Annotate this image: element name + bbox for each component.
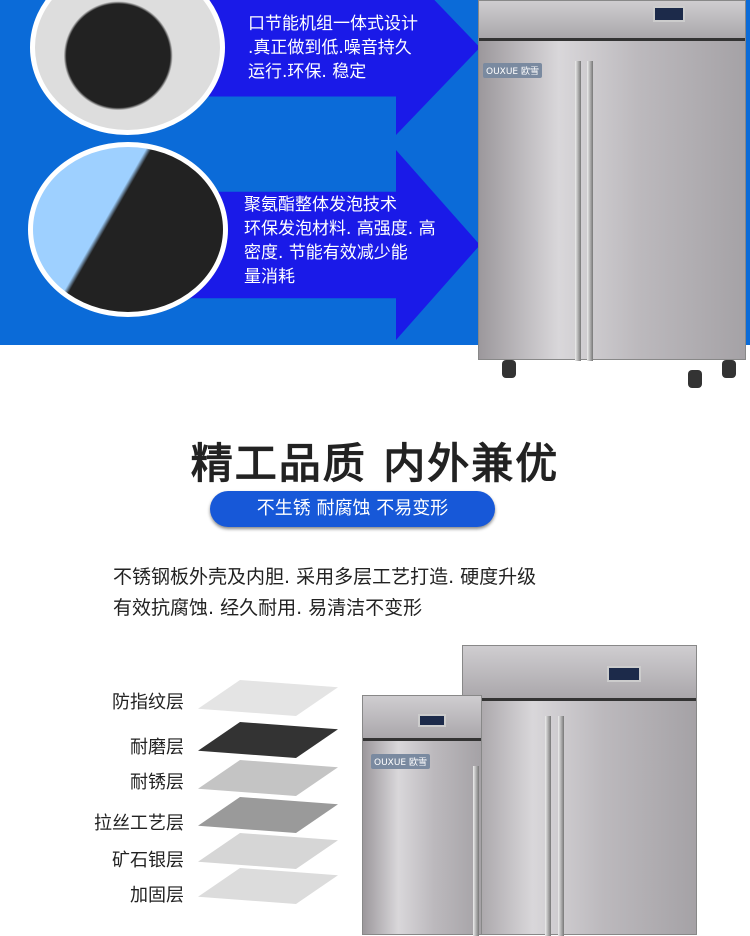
layer-label: 矿石银层 xyxy=(112,850,184,871)
line: 环保发泡材料. 高强度. 高 xyxy=(244,219,436,239)
section-title: 精工品质 内外兼优 xyxy=(190,439,560,488)
compressor-image xyxy=(30,0,225,135)
layer-label: 防指纹层 xyxy=(112,692,184,713)
layer-label: 耐锈层 xyxy=(130,772,184,793)
fridge-double-door xyxy=(462,645,697,936)
temperature-display xyxy=(418,714,446,727)
fridge-single-door: OUXUE 欧雪 xyxy=(362,695,482,936)
door-handle xyxy=(558,716,564,936)
layer-rust-resistant xyxy=(198,760,338,796)
line: 口节能机组一体式设计 xyxy=(248,14,418,34)
layer-label: 加固层 xyxy=(130,885,184,906)
layer-silver-ore xyxy=(198,833,338,869)
layer-wear-resistant xyxy=(198,722,338,758)
layer-reinforcement xyxy=(198,868,338,904)
feature-badge: 不生锈 耐腐蚀 不易变形 xyxy=(210,491,495,527)
layer-label: 耐磨层 xyxy=(130,737,184,758)
line: 运行.环保. 稳定 xyxy=(248,62,367,82)
door-handle xyxy=(575,61,581,361)
control-panel xyxy=(479,1,745,41)
control-panel xyxy=(363,696,481,741)
control-panel xyxy=(463,646,696,701)
layer-brushed xyxy=(198,797,338,833)
feature-2-text: 聚氨酯整体发泡技术 环保发泡材料. 高强度. 高 密度. 节能有效减少能 量消耗 xyxy=(244,193,436,289)
fridge-top: OUXUE 欧雪 xyxy=(478,0,746,361)
line: 量消耗 xyxy=(244,267,295,287)
door-handle xyxy=(587,61,593,361)
temperature-display xyxy=(653,6,685,22)
brand-logo: OUXUE 欧雪 xyxy=(371,754,430,769)
layer-label: 拉丝工艺层 xyxy=(94,813,184,834)
door-handle xyxy=(545,716,551,936)
section-description: 不锈钢板外壳及内胆. 采用多层工艺打造. 硬度升级 有效抗腐蚀. 经久耐用. 易… xyxy=(113,562,536,624)
line: 密度. 节能有效减少能 xyxy=(244,243,408,263)
line: 有效抗腐蚀. 经久耐用. 易清洁不变形 xyxy=(113,597,423,619)
wheel xyxy=(688,370,702,388)
layer-anti-fingerprint xyxy=(198,680,338,716)
line: 聚氨酯整体发泡技术 xyxy=(244,195,397,215)
line: 不锈钢板外壳及内胆. 采用多层工艺打造. 硬度升级 xyxy=(113,566,537,588)
brand-logo: OUXUE 欧雪 xyxy=(483,63,542,78)
wheel xyxy=(502,360,516,378)
feature-1-text: 口节能机组一体式设计 .真正做到低.噪音持久 运行.环保. 稳定 xyxy=(248,12,418,84)
line: .真正做到低.噪音持久 xyxy=(248,38,412,58)
wheel xyxy=(722,360,736,378)
temperature-display xyxy=(607,666,641,682)
foam-insulation-image xyxy=(28,142,228,317)
door-handle xyxy=(473,766,479,936)
